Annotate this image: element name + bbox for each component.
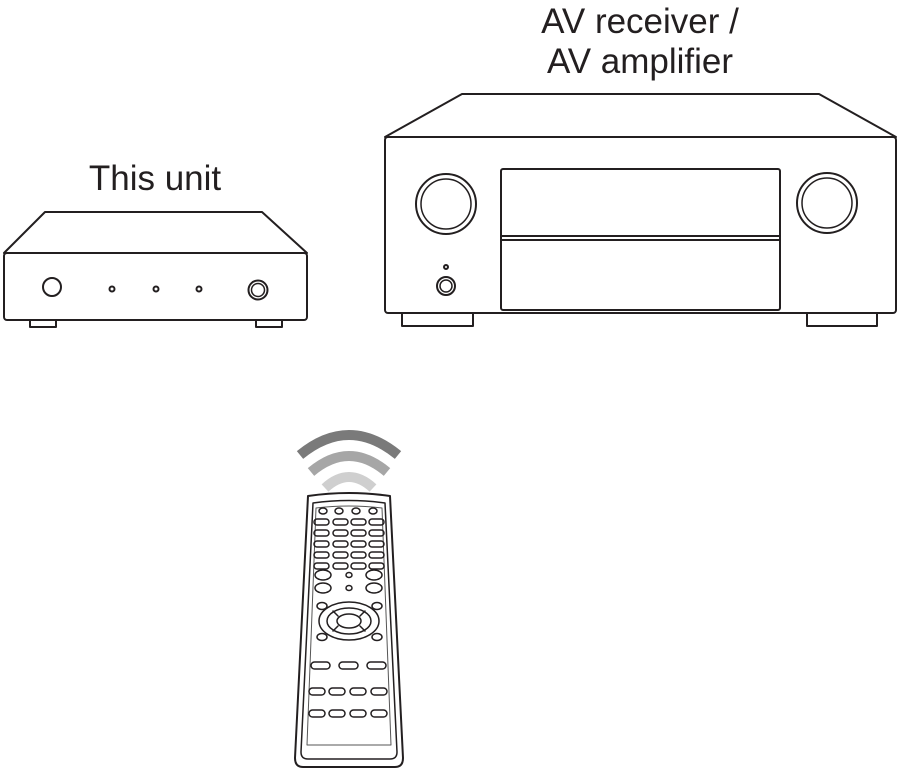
remote-dpad bbox=[316, 601, 383, 642]
this-unit-power-knob bbox=[42, 277, 62, 297]
remote-button-grid bbox=[313, 518, 385, 570]
this-unit-label: This unit bbox=[88, 159, 222, 198]
av-receiver-left-knob bbox=[415, 173, 477, 235]
av-receiver-led bbox=[443, 264, 449, 270]
this-unit-led-2 bbox=[152, 285, 160, 293]
this-unit-right-knob bbox=[247, 279, 269, 301]
signal-wave-outer bbox=[296, 430, 402, 459]
av-receiver-volume-knob bbox=[796, 172, 858, 234]
remote-control bbox=[294, 492, 404, 768]
remote-round-buttons bbox=[314, 569, 383, 594]
this-unit-device bbox=[3, 211, 308, 328]
av-receiver-device bbox=[384, 93, 897, 327]
remote-lower-buttons bbox=[308, 661, 388, 718]
av-receiver-foot-right bbox=[806, 312, 878, 327]
this-unit-led-1 bbox=[108, 285, 116, 293]
av-receiver-foot-left bbox=[401, 312, 474, 327]
this-unit-foot-right bbox=[255, 319, 283, 328]
signal-wave-inner bbox=[321, 472, 377, 492]
signal-wave-middle bbox=[307, 451, 391, 476]
av-receiver-power-button bbox=[436, 276, 456, 296]
av-receiver-label-line2: AV amplifier bbox=[546, 42, 734, 81]
av-receiver-label-line1: AV receiver / bbox=[541, 2, 739, 41]
this-unit-led-3 bbox=[195, 285, 203, 293]
ir-signal-icon bbox=[296, 430, 402, 492]
remote-top-buttons bbox=[318, 507, 378, 515]
this-unit-foot-left bbox=[29, 319, 57, 328]
av-receiver-label: AV receiver / AV amplifier bbox=[520, 2, 760, 82]
